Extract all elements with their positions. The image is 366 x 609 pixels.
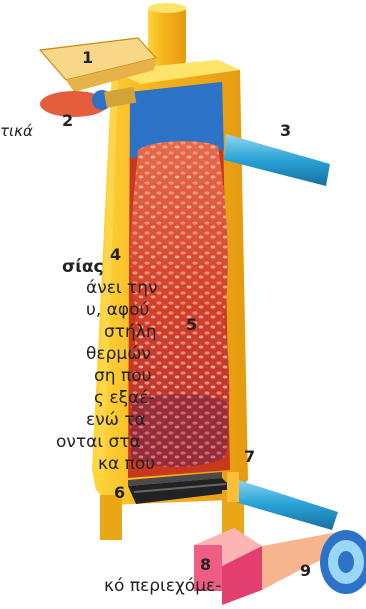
label-2: 2 bbox=[62, 111, 73, 130]
label-5: 5 bbox=[186, 315, 197, 334]
label-4: 4 bbox=[110, 245, 121, 264]
label-1: 1 bbox=[82, 48, 93, 67]
text-line-3: υ, αφού bbox=[86, 299, 149, 321]
text-line-9: ονται στα bbox=[56, 431, 141, 453]
label-6: 6 bbox=[114, 483, 125, 502]
chimney-top bbox=[148, 3, 186, 13]
blower-fan-hub bbox=[338, 551, 354, 573]
text-line-10: κα που bbox=[98, 453, 155, 475]
air-inlet-pipe bbox=[228, 478, 338, 530]
text-line-6: ση που bbox=[94, 365, 151, 387]
air-inlet-flange bbox=[227, 472, 239, 502]
text-line-4: στήλη bbox=[104, 321, 157, 343]
text-line-2: άνει την bbox=[86, 277, 158, 299]
text-line-7: ς εξαέ- bbox=[94, 387, 155, 409]
label-7: 7 bbox=[244, 447, 255, 466]
caption-fragment: τικά bbox=[0, 120, 33, 142]
label-3: 3 bbox=[280, 121, 291, 140]
label-8: 8 bbox=[200, 555, 211, 574]
label-9: 9 bbox=[300, 561, 311, 580]
text-line-8: ενώ τα bbox=[86, 409, 146, 431]
text-line-1: σίας bbox=[62, 256, 104, 278]
text-line-5: θερμών bbox=[86, 343, 151, 365]
text-line-11: κό περιεχόμε- bbox=[104, 575, 221, 597]
